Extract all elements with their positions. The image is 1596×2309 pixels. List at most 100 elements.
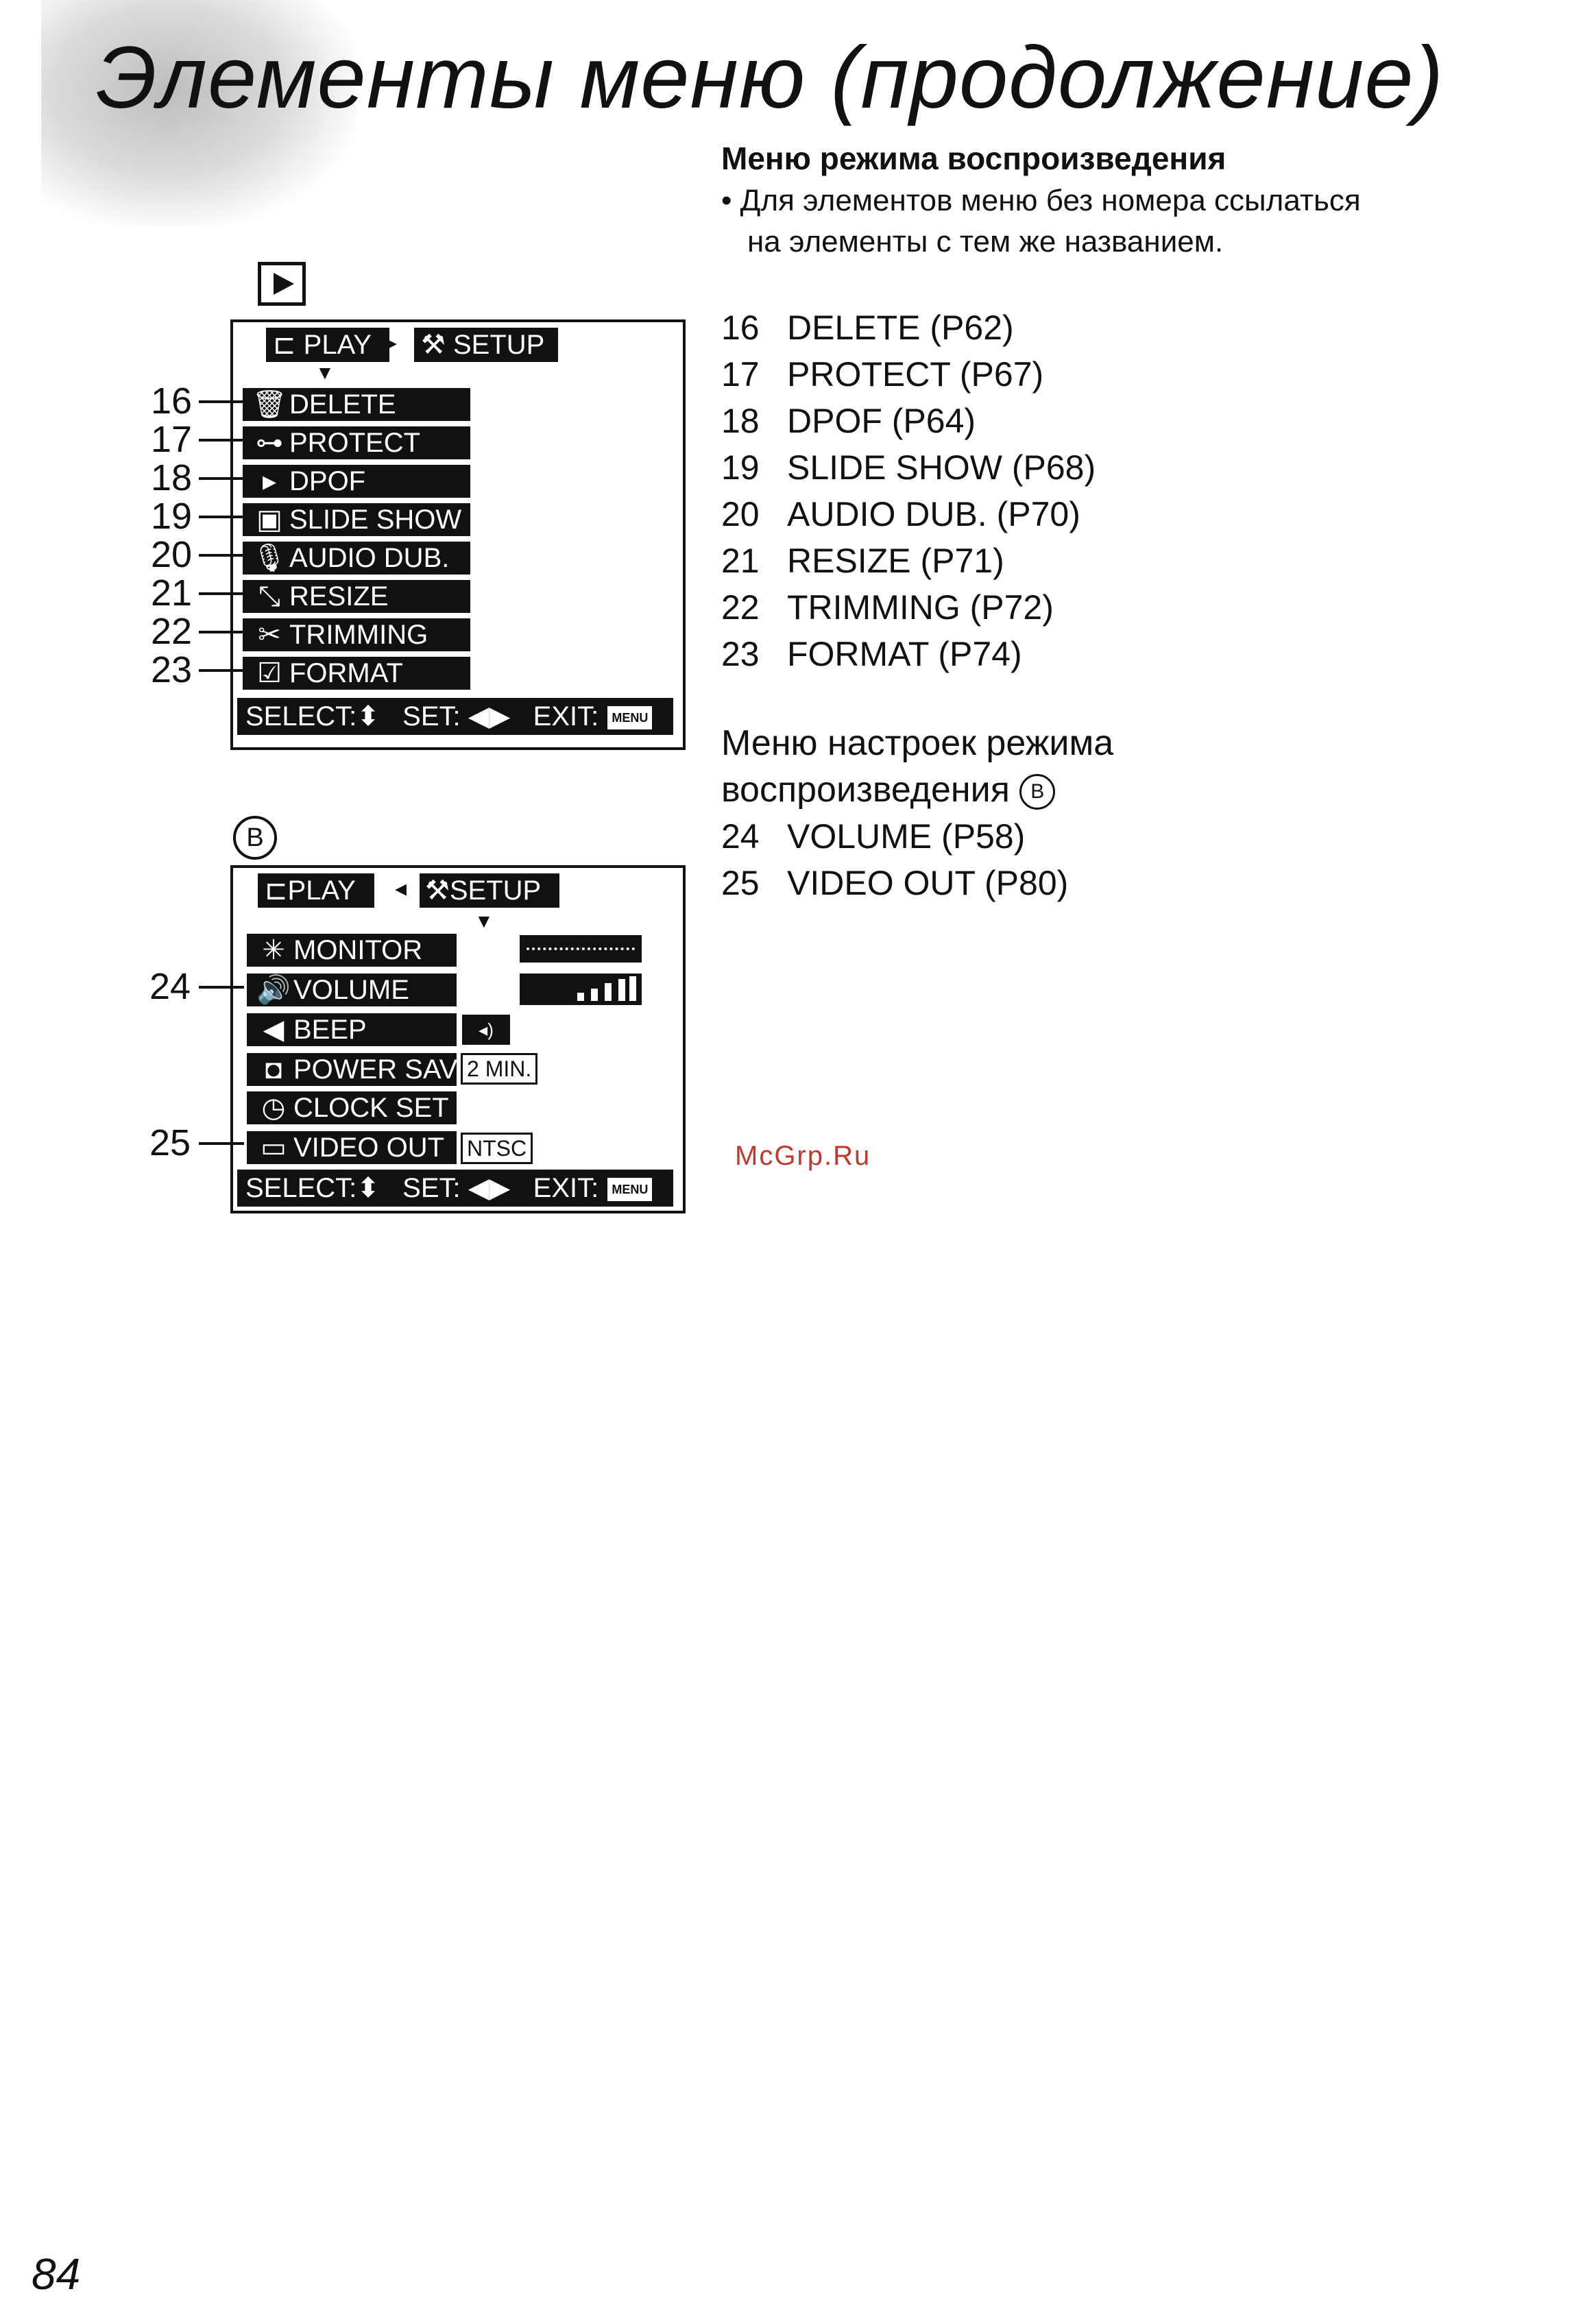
tab-setup: ⚒ SETUP bbox=[414, 328, 558, 362]
setup-description: Меню настроек режима воспроизведения B 2… bbox=[721, 720, 1113, 906]
callout-leader bbox=[199, 669, 243, 672]
setup-heading-line-1: Меню настроек режима bbox=[721, 723, 1114, 763]
leftright-arrow-icon: ◀▶ bbox=[468, 1173, 511, 1203]
callout-number: 22 bbox=[151, 611, 193, 652]
callout-number: 20 bbox=[151, 534, 193, 575]
callout-leader bbox=[199, 516, 243, 518]
wrench-icon: ⚒ bbox=[425, 875, 450, 906]
wrench-icon: ⚒ bbox=[421, 330, 446, 360]
resize-icon: ⤡ bbox=[258, 581, 280, 612]
note-line-2: на элементы с тем же названием. bbox=[747, 225, 1224, 258]
tab-setup: ⚒SETUP bbox=[420, 873, 559, 908]
play-mode-icon bbox=[258, 262, 306, 306]
menu-item-resize: ⤡RESIZE bbox=[243, 580, 470, 613]
volume-bar bbox=[591, 989, 598, 1001]
callout-number: 21 bbox=[151, 572, 193, 614]
callout-leader bbox=[199, 400, 243, 403]
menu-item-slide-show: ▣SLIDE SHOW bbox=[243, 503, 470, 536]
callout-leader bbox=[199, 986, 244, 989]
callout-leader bbox=[199, 439, 243, 442]
cursor-down-icon: ▼ bbox=[315, 362, 335, 383]
menu-item-dpof: ▸DPOF bbox=[243, 465, 470, 498]
menu-item-video-out: ▭VIDEO OUT bbox=[247, 1131, 457, 1164]
video-out-value: NTSC bbox=[461, 1133, 533, 1164]
menu-item-audio-dub: 🎙AUDIO DUB. bbox=[243, 542, 470, 575]
menu-item-volume: 🔊VOLUME bbox=[247, 974, 457, 1006]
microphone-icon: 🎙 bbox=[252, 543, 287, 573]
menu-button-icon: MENU bbox=[606, 1176, 654, 1203]
note-text-1: Для элементов меню без номера ссылаться bbox=[740, 184, 1361, 217]
screen-footer: SELECT:⬍ SET: ◀▶ EXIT: MENU bbox=[237, 698, 673, 735]
page-number: 84 bbox=[32, 2249, 81, 2299]
circled-b-label: B bbox=[233, 816, 277, 860]
callout-number: 23 bbox=[151, 649, 193, 690]
callout-leader bbox=[199, 554, 243, 557]
menu-item-protect: ⊶PROTECT bbox=[243, 426, 470, 459]
callout-number: 24 bbox=[149, 966, 191, 1007]
slideshow-icon: ▣ bbox=[256, 505, 282, 535]
play-menu-heading: Меню режима воспроизведения bbox=[721, 141, 1226, 176]
updown-arrow-icon: ⬍ bbox=[356, 701, 380, 732]
monitor-level-indicator bbox=[520, 935, 642, 963]
setup-heading-line-2: воспроизведения B bbox=[721, 766, 1113, 813]
play-menu-screen: ⊏ PLAY ▸ ⚒ SETUP ▼ 🗑DELETE ⊶PROTECT ▸DPO… bbox=[230, 319, 686, 750]
video-out-icon: ▭ bbox=[261, 1133, 287, 1163]
camera-icon: ◘ bbox=[265, 1054, 282, 1085]
beep-sound-icon: ◂) bbox=[462, 1015, 510, 1045]
bullet: • bbox=[721, 184, 732, 217]
scissors-icon: ✂ bbox=[258, 620, 281, 650]
arrow-right-icon: ▸ bbox=[385, 330, 398, 356]
dpof-icon: ▸ bbox=[262, 466, 277, 496]
leftright-arrow-icon: ◀▶ bbox=[468, 701, 511, 732]
level-dots bbox=[527, 947, 635, 953]
circled-b-marker: B bbox=[1019, 774, 1056, 810]
updown-arrow-icon: ⬍ bbox=[356, 1173, 380, 1203]
play-triangle-icon bbox=[274, 273, 294, 295]
callout-number: 25 bbox=[149, 1122, 191, 1163]
play-tab-icon: ⊏ bbox=[273, 330, 296, 360]
beep-icon: ◀ bbox=[263, 1015, 285, 1045]
volume-bar bbox=[577, 993, 584, 1001]
volume-bar bbox=[605, 983, 612, 1001]
menu-item-trimming: ✂TRIMMING bbox=[243, 618, 470, 651]
callout-number: 17 bbox=[151, 419, 193, 460]
menu-item-power-save: ◘POWER SAVE bbox=[247, 1053, 476, 1086]
callout-number: 18 bbox=[151, 457, 193, 498]
key-icon: ⊶ bbox=[256, 428, 283, 458]
menu-item-beep: ◀BEEP bbox=[247, 1013, 457, 1046]
title-halftone-background bbox=[41, 0, 356, 226]
menu-item-clock-set: ◷CLOCK SET bbox=[247, 1091, 457, 1124]
clock-icon: ◷ bbox=[261, 1093, 286, 1123]
menu-item-monitor: ✳MONITOR bbox=[247, 934, 457, 967]
callout-leader bbox=[199, 592, 243, 595]
speaker-icon: 🔊 bbox=[256, 975, 291, 1005]
menu-button-icon: MENU bbox=[606, 705, 654, 732]
tab-play: ⊏ PLAY bbox=[266, 328, 389, 362]
trash-icon: 🗑 bbox=[252, 389, 287, 420]
volume-bar bbox=[618, 979, 625, 1001]
cursor-down-icon: ▼ bbox=[474, 910, 494, 932]
volume-bar bbox=[629, 976, 636, 1001]
setup-menu-screen: ⊏PLAY ◂ ⚒SETUP ▼ ✳MONITOR 🔊VOLUME ◀BEEP … bbox=[230, 865, 686, 1213]
play-tab-icon: ⊏ bbox=[265, 875, 288, 906]
page-title: Элементы меню (продолжение) bbox=[96, 29, 1444, 127]
arrow-left-icon: ◂ bbox=[395, 875, 407, 902]
menu-item-delete: 🗑DELETE bbox=[243, 388, 470, 421]
note-line-1: • Для элементов меню без номера ссылатьс… bbox=[721, 180, 1361, 222]
sun-icon: ✳ bbox=[262, 935, 285, 965]
volume-level-indicator bbox=[520, 974, 642, 1005]
tab-play: ⊏PLAY bbox=[258, 873, 374, 908]
screen-footer: SELECT:⬍ SET: ◀▶ EXIT: MENU bbox=[237, 1170, 673, 1207]
format-icon: ☑ bbox=[257, 658, 282, 688]
